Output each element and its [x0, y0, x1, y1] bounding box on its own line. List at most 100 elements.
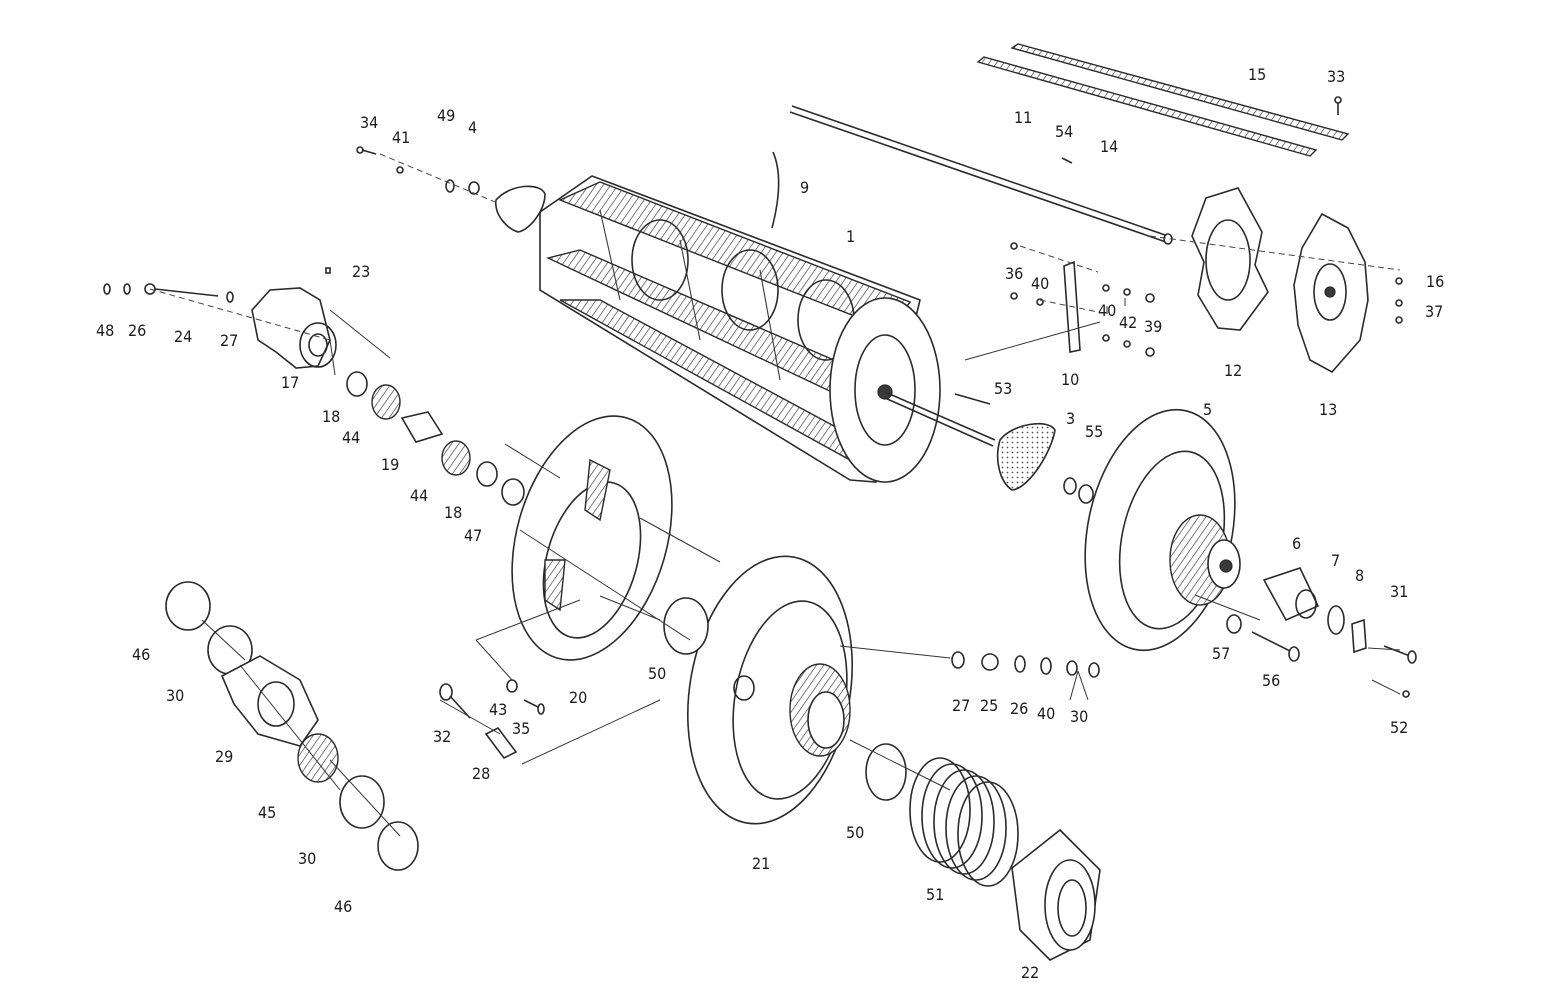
shaft-rod-11 [789, 105, 1173, 245]
callout-26a: 26 [128, 321, 146, 340]
callout-40a: 40 [1031, 274, 1049, 293]
callout-3: 3 [1066, 409, 1075, 428]
callout-44a: 44 [342, 428, 360, 447]
nut-43 [506, 679, 518, 693]
callout-27a: 27 [220, 331, 238, 350]
callout-4: 4 [468, 118, 477, 137]
knife-strip-14 [976, 56, 1318, 157]
callout-15: 15 [1248, 65, 1266, 84]
callout-12: 12 [1224, 361, 1242, 380]
callout-50b: 50 [846, 823, 864, 842]
long-bolt-24 [144, 283, 219, 297]
callout-11: 11 [1014, 108, 1032, 127]
callout-40c: 40 [1037, 704, 1055, 723]
callout-30b: 30 [298, 849, 316, 868]
circlip-46-upper [165, 581, 211, 631]
callout-14: 14 [1100, 137, 1118, 156]
callout-35: 35 [512, 719, 530, 738]
callout-41: 41 [392, 128, 410, 147]
ring-18-upper [346, 371, 368, 397]
callout-42: 42 [1119, 313, 1137, 332]
ring-30-lower [339, 775, 385, 829]
small-fasteners-left [103, 96, 1410, 698]
callout-44b: 44 [410, 486, 428, 505]
callout-18a: 18 [322, 407, 340, 426]
callout-43: 43 [489, 700, 507, 719]
bearing-44-upper [371, 384, 401, 420]
callout-56: 56 [1262, 671, 1280, 690]
callout-20: 20 [569, 688, 587, 707]
large-disc-21 [687, 555, 853, 825]
plate-8 [1351, 618, 1367, 654]
callout-7: 7 [1331, 551, 1340, 570]
callout-25: 25 [980, 696, 998, 715]
callout-29: 29 [215, 747, 233, 766]
bolt-56 [1251, 631, 1300, 662]
ring-55 [1078, 484, 1094, 504]
callout-51: 51 [926, 885, 944, 904]
callout-9: 9 [800, 178, 809, 197]
sleeve-22 [1011, 828, 1101, 961]
knife-strip-15 [1010, 43, 1350, 141]
callout-6: 6 [1292, 534, 1301, 553]
callout-40b: 40 [1098, 301, 1116, 320]
callout-5: 5 [1203, 400, 1212, 419]
callout-24: 24 [174, 327, 192, 346]
callout-36: 36 [1005, 264, 1023, 283]
callout-13: 13 [1319, 400, 1337, 419]
callout-50a: 50 [648, 664, 666, 683]
callout-19: 19 [381, 455, 399, 474]
end-bracket-left [495, 185, 546, 233]
ring-3 [1063, 477, 1077, 495]
bushing-28 [484, 726, 518, 760]
callout-46a: 46 [132, 645, 150, 664]
callout-31: 31 [1390, 582, 1408, 601]
callout-16: 16 [1426, 272, 1444, 291]
callout-8: 8 [1355, 566, 1364, 585]
spring-strip-9 [771, 151, 780, 229]
bearing-45 [297, 733, 339, 783]
callout-52: 52 [1390, 718, 1408, 737]
star-plate-12 [1191, 187, 1269, 331]
callout-1: 1 [846, 227, 855, 246]
callout-49: 49 [437, 106, 455, 125]
bolt-35 [523, 699, 545, 715]
small-parts-row [951, 651, 1100, 678]
leader-lines [149, 153, 1401, 837]
callout-28: 28 [472, 764, 490, 783]
callout-55: 55 [1085, 422, 1103, 441]
callout-17: 17 [281, 373, 299, 392]
callout-27b: 27 [952, 696, 970, 715]
callout-18b: 18 [444, 503, 462, 522]
disc-hub-5 [1084, 408, 1241, 652]
callout-30c: 30 [1070, 707, 1088, 726]
callout-48: 48 [96, 321, 114, 340]
flange-housing-29 [220, 655, 319, 747]
bolt-32 [439, 683, 471, 719]
bearing-44-lower [441, 440, 471, 476]
end-bracket-right [996, 422, 1056, 491]
spacer-19 [400, 411, 444, 443]
callout-46b: 46 [334, 897, 352, 916]
callout-37: 37 [1425, 302, 1443, 321]
callout-30a: 30 [166, 686, 184, 705]
callout-34: 34 [360, 113, 378, 132]
callout-21: 21 [752, 854, 770, 873]
callout-39: 39 [1144, 317, 1162, 336]
adapter-6 [1262, 567, 1320, 622]
drum-cylinder-1 [539, 175, 996, 483]
callout-45: 45 [258, 803, 276, 822]
callout-22: 22 [1021, 963, 1039, 982]
fasteners-36-42 [1010, 242, 1155, 357]
bearing-housing-17 [251, 287, 337, 369]
callout-53: 53 [994, 379, 1012, 398]
callout-23: 23 [352, 262, 370, 281]
bolt-31 [1383, 645, 1417, 664]
circlip-47 [501, 478, 525, 506]
callout-47: 47 [464, 526, 482, 545]
callout-10: 10 [1061, 370, 1079, 389]
ring-18-lower [476, 461, 498, 487]
callout-57: 57 [1212, 644, 1230, 663]
disc-plate-20 [511, 415, 673, 661]
